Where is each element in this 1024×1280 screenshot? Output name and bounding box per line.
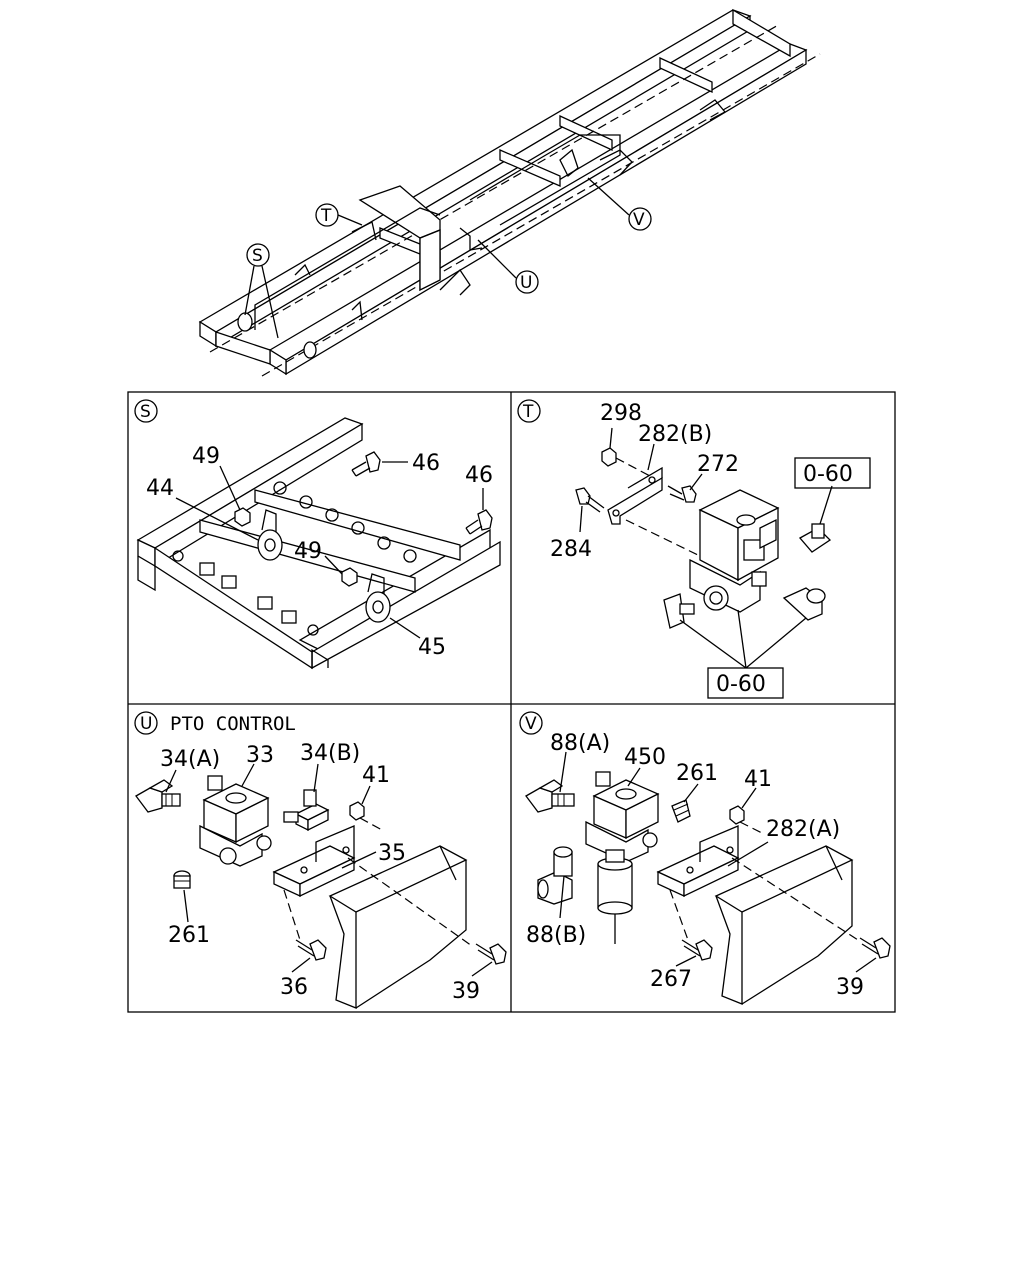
part-label-284: 284 [550, 537, 592, 562]
fitting-34a [135, 779, 181, 813]
part-label-46-upper: 46 [412, 451, 440, 476]
callout-t: T [315, 203, 363, 227]
callout-t-label: T [320, 206, 332, 226]
panel-u-id: U [140, 714, 152, 734]
panel-u-badge [134, 711, 158, 735]
fitting-88b [537, 846, 573, 905]
callout-s-label: S [252, 246, 263, 266]
part-label-450: 450 [624, 745, 666, 770]
ref-box-bottom [707, 667, 784, 699]
part-label-282b: 282(B) [638, 422, 712, 447]
bolt-36 [295, 939, 327, 961]
part-label-34a: 34(A) [160, 747, 220, 772]
part-label-261-v: 261 [676, 761, 718, 786]
panel-u: U PTO CONTROL [134, 711, 507, 1009]
ref-label-bottom: 0-60 [716, 672, 766, 697]
bracket-282a [656, 825, 740, 898]
fitting-261-v [671, 799, 691, 823]
part-label-272: 272 [697, 452, 739, 477]
callout-u-label: U [520, 273, 532, 293]
bolt-46-lower [465, 509, 493, 535]
part-label-41-u: 41 [362, 763, 390, 788]
bolt-39-v [859, 937, 891, 959]
part-label-49-upper: 49 [192, 444, 220, 469]
part-label-44: 44 [146, 476, 174, 501]
ref-box-top [794, 457, 871, 489]
fitting-261-u [173, 870, 191, 889]
solenoid-valve-t [689, 489, 780, 613]
part-label-34b: 34(B) [300, 741, 360, 766]
solenoid-valve-450 [585, 771, 660, 863]
fitting-t-elbow [782, 587, 826, 621]
bolt-284 [575, 487, 605, 513]
panel-s: S [134, 399, 501, 670]
solenoid-valve-33 [199, 775, 272, 867]
callout-v-label: V [633, 210, 645, 230]
ref-label-top: 0-60 [803, 462, 853, 487]
part-label-46-lower: 46 [465, 463, 493, 488]
bracket-35 [272, 825, 356, 898]
bolt-272 [667, 485, 697, 503]
fitting-88a [525, 779, 575, 813]
nut-41-u [349, 801, 365, 821]
panel-u-title: PTO CONTROL [170, 713, 296, 735]
nut-49-lower [341, 567, 358, 587]
panel-v-badge [519, 711, 543, 735]
panel-s-badge [134, 399, 158, 423]
part-label-45: 45 [418, 635, 446, 660]
bolt-46-upper [351, 451, 381, 477]
fitting-t-right [798, 523, 832, 553]
part-label-282a: 282(A) [766, 817, 840, 842]
part-label-35: 35 [378, 841, 406, 866]
part-label-33: 33 [246, 743, 274, 768]
part-label-39-u: 39 [452, 979, 480, 1004]
part-label-267: 267 [650, 967, 692, 992]
bolt-39-u [475, 943, 507, 965]
frame-rail-u [328, 845, 468, 1009]
bolt-267 [681, 939, 713, 961]
part-label-261-u: 261 [168, 923, 210, 948]
bracket-282b [607, 476, 663, 525]
part-label-49-lower: 49 [294, 539, 322, 564]
panel-s-id: S [140, 402, 151, 422]
panel-t-id: T [522, 402, 534, 422]
fitting-t-left [663, 593, 695, 629]
frame-rail-v [714, 845, 854, 1005]
callout-u: U [477, 239, 539, 294]
panel-t: T [517, 399, 871, 699]
part-label-36: 36 [280, 975, 308, 1000]
filter-cylinder [597, 849, 633, 944]
callout-v: V [587, 177, 652, 231]
fitting-34b [283, 789, 330, 832]
chassis-overview [198, 8, 821, 377]
nut-298 [601, 447, 617, 467]
part-label-298: 298 [600, 401, 642, 426]
nut-41-v [729, 805, 745, 825]
part-label-39-v: 39 [836, 975, 864, 1000]
part-label-41-v: 41 [744, 767, 772, 792]
part-label-88a: 88(A) [550, 731, 610, 756]
panel-v-id: V [525, 714, 537, 734]
panel-t-badge [517, 399, 541, 423]
panel-v: V [519, 711, 891, 1005]
nut-49-upper [234, 507, 251, 527]
callout-s: S [244, 243, 279, 339]
part-label-88b: 88(B) [526, 923, 586, 948]
